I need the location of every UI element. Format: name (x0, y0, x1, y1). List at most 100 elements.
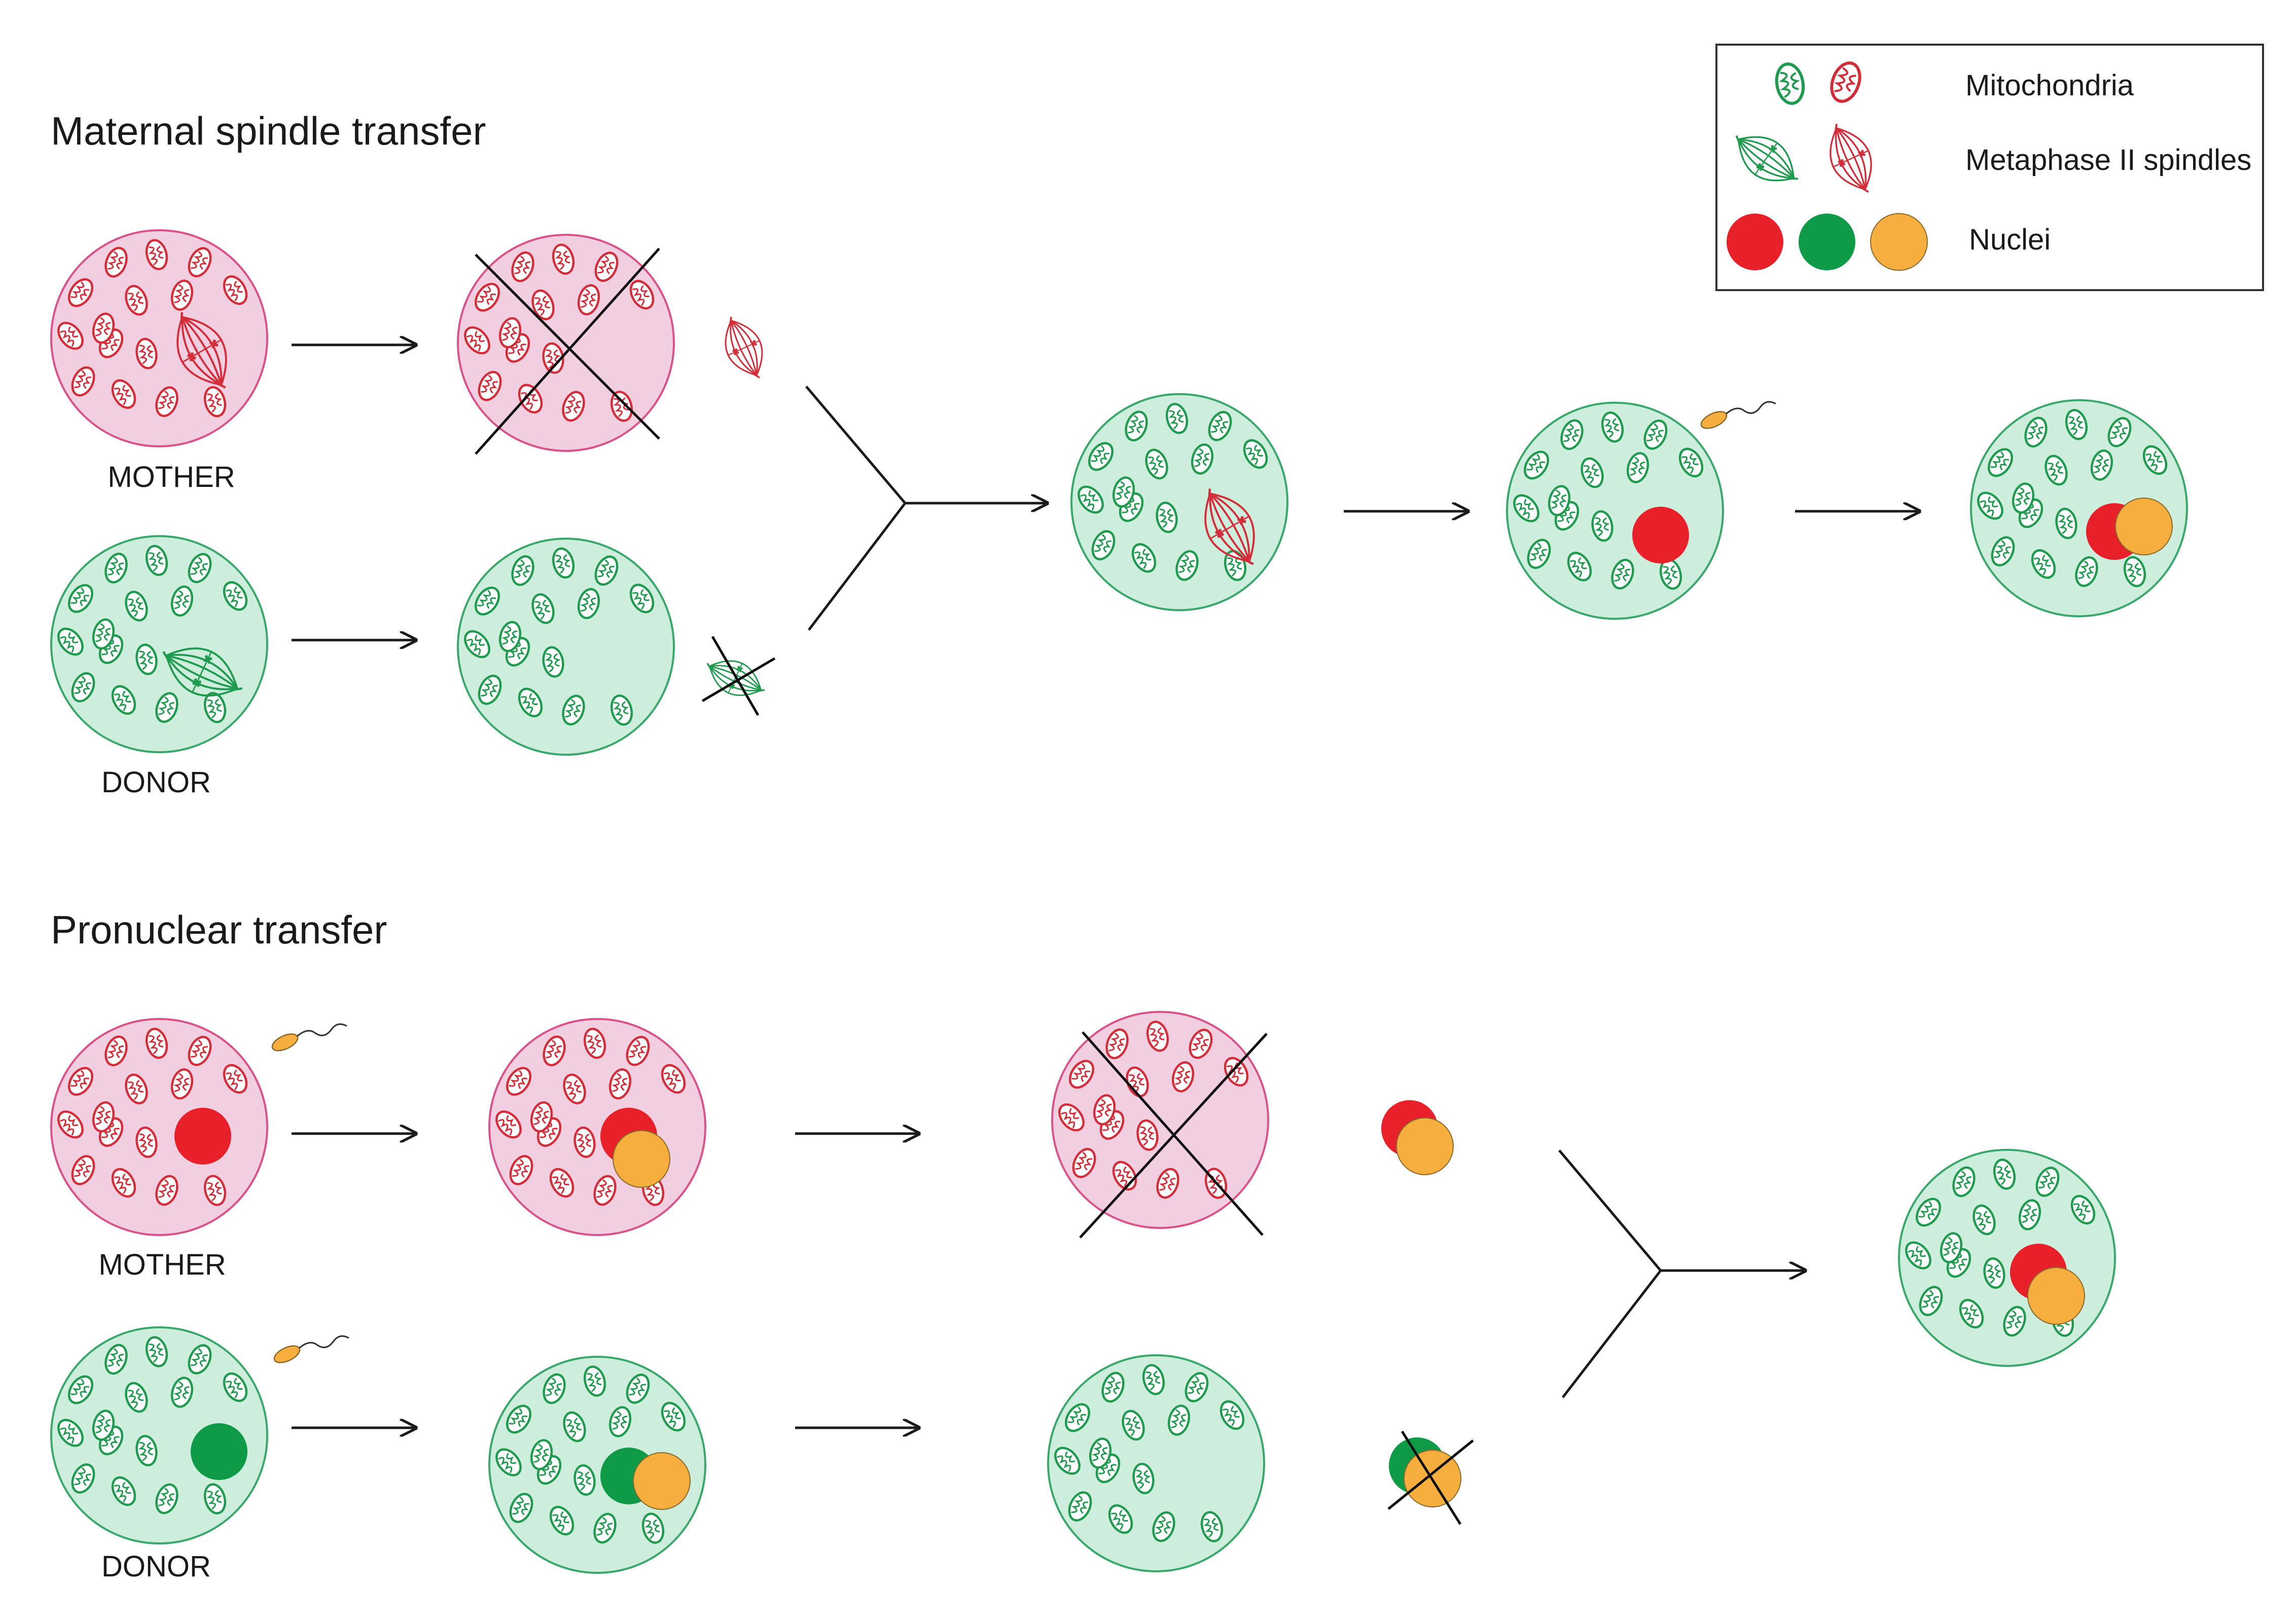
pronuclear-merge-connector (1558, 1149, 1805, 1398)
mitochondrion-icon (104, 1344, 128, 1375)
mitochondrion-icon (111, 379, 136, 409)
mitochondrion-icon (608, 1406, 632, 1437)
mitochondrion-icon (543, 1373, 566, 1404)
paternal-pronucleus (2115, 498, 2173, 555)
mitochondrion-icon (608, 1068, 632, 1100)
mitochondrion-icon (155, 386, 178, 417)
mitochondrion-icon (563, 1073, 586, 1105)
spindle-reconstructed-egg (1070, 393, 1288, 611)
donor-nucleus (191, 1423, 247, 1480)
mitochondrion-icon (188, 553, 212, 583)
mitochondrion-icon (629, 279, 655, 310)
mitochondrion-icon (1523, 450, 1550, 480)
mitochondrion-icon (549, 1168, 575, 1198)
legend-nucleus-green-icon (1799, 214, 1855, 270)
mitochondrion-icon (1068, 1491, 1092, 1522)
mitochondrion-icon (478, 675, 502, 705)
mitochondrion-icon (1977, 491, 2003, 520)
legend-nuclei-label: Nuclei (1969, 223, 2051, 256)
mitochondrion-icon (1101, 1371, 1125, 1403)
mitochondrion-icon (92, 618, 115, 650)
mitochondrion-icon (549, 1505, 575, 1536)
mitochondrion-icon (1112, 476, 1135, 508)
legend-nucleus-red-icon (1727, 214, 1783, 270)
mitochondrion-icon (1167, 1404, 1191, 1436)
discard-donor-spindle-cross (701, 636, 776, 716)
mitochondrion-icon (1993, 1158, 2016, 1190)
mitochondrion-icon (67, 584, 94, 613)
paternal-pronucleus (613, 1130, 670, 1188)
mitochondrion-icon (2123, 556, 2146, 587)
mitochondrion-icon (1152, 1511, 1175, 1542)
mitochondrion-icon (495, 1110, 522, 1139)
mitochondrion-icon (573, 1464, 596, 1496)
metaphase-spindle-icon (176, 312, 227, 389)
mitochondrion-icon (67, 1067, 94, 1096)
mitochondrion-icon (1983, 1257, 2005, 1289)
mitochondrion-icon (1136, 1119, 1159, 1151)
mitochondrion-icon (629, 583, 655, 614)
mitochondrion-icon (583, 1365, 606, 1397)
mitochondrion-icon (1560, 419, 1584, 450)
mitochondrion-icon (562, 391, 585, 422)
mitochondrion-icon (92, 1410, 115, 1441)
mitochondrion-icon (1142, 1364, 1165, 1395)
pronuclear-mother-sperm-icon (271, 1023, 347, 1051)
mitochondrion-icon (135, 644, 158, 675)
mitochondrion-icon (562, 694, 585, 726)
pronuclear-donor-label: DONOR (101, 1550, 211, 1583)
extras-layer (271, 316, 1776, 1525)
mitochondrion-icon (1191, 443, 1214, 475)
mitochondrion-icon (1156, 1168, 1179, 1199)
spindle-sperm-icon (1700, 401, 1776, 429)
legend-spindles-label: Metaphase II spindles (1965, 144, 2251, 177)
mitochondrion-icon (125, 590, 148, 622)
mitochondrion-icon (1089, 1437, 1112, 1469)
spindle-zygote (1970, 399, 2188, 617)
mitochondrion-icon (71, 672, 95, 702)
mitochondrion-icon (1915, 1198, 1942, 1227)
mitochondrion-icon (188, 247, 212, 277)
spindle-mother-label: MOTHER (107, 461, 235, 494)
legend-mitochondrion-red-icon (1830, 61, 1861, 103)
mitochondrion-icon (1145, 448, 1168, 480)
mitochondrion-icon (1626, 452, 1649, 483)
mitochondrion-icon (1567, 551, 1592, 582)
mitochondrion-icon (1131, 543, 1157, 573)
mitochondrion-icon (2107, 417, 2132, 447)
mitochondrion-icon (170, 1377, 194, 1408)
mitochondrion-icon (188, 1344, 212, 1375)
mitochondrion-icon (1185, 1372, 1209, 1402)
discard-donor-pronuclei-cross (1387, 1430, 1474, 1525)
mitochondrion-icon (203, 1483, 227, 1515)
legend: Mitochondria Metaphase II spindles Nucle… (1715, 44, 2264, 291)
mitochondrion-icon (563, 1411, 586, 1442)
mitochondrion-icon (2142, 445, 2168, 475)
spindle-merge-connector (805, 385, 1047, 631)
mitochondrion-icon (498, 317, 522, 348)
mitochondrion-icon (2035, 1167, 2060, 1197)
mitochondrion-icon (577, 284, 600, 315)
mitochondrion-icon (155, 692, 178, 723)
pronuclear-mother-egg (50, 1018, 268, 1236)
mitochondrion-icon (1905, 1241, 1931, 1270)
mitochondrion-icon (1146, 1020, 1169, 1052)
mitochondrion-icon (71, 366, 95, 397)
mitochondrion-icon (223, 581, 248, 611)
mitochondrion-icon (1072, 1148, 1096, 1178)
mitochondrion-icon (1991, 536, 2015, 567)
mitochondrion-icon (1108, 1504, 1133, 1534)
mitochondrion-icon (1200, 1511, 1224, 1542)
mitochondrion-icon (67, 278, 94, 307)
mitochondrion-icon (1919, 1286, 1943, 1316)
mitochondrion-icon (1122, 1410, 1145, 1441)
mitochondrion-icon (464, 326, 490, 355)
mitochondrion-icon (1527, 539, 1551, 569)
mitochondrion-icon (1581, 457, 1604, 488)
mitochondrion-icon (1243, 439, 1268, 469)
mitochondrion-icon (1611, 558, 1634, 590)
mitochondrion-icon (2018, 1199, 2041, 1230)
mitochondrion-icon (1548, 485, 1571, 516)
pronuclear-reconstructed-zygote (1898, 1149, 2116, 1367)
mitochondrion-icon (104, 247, 128, 278)
